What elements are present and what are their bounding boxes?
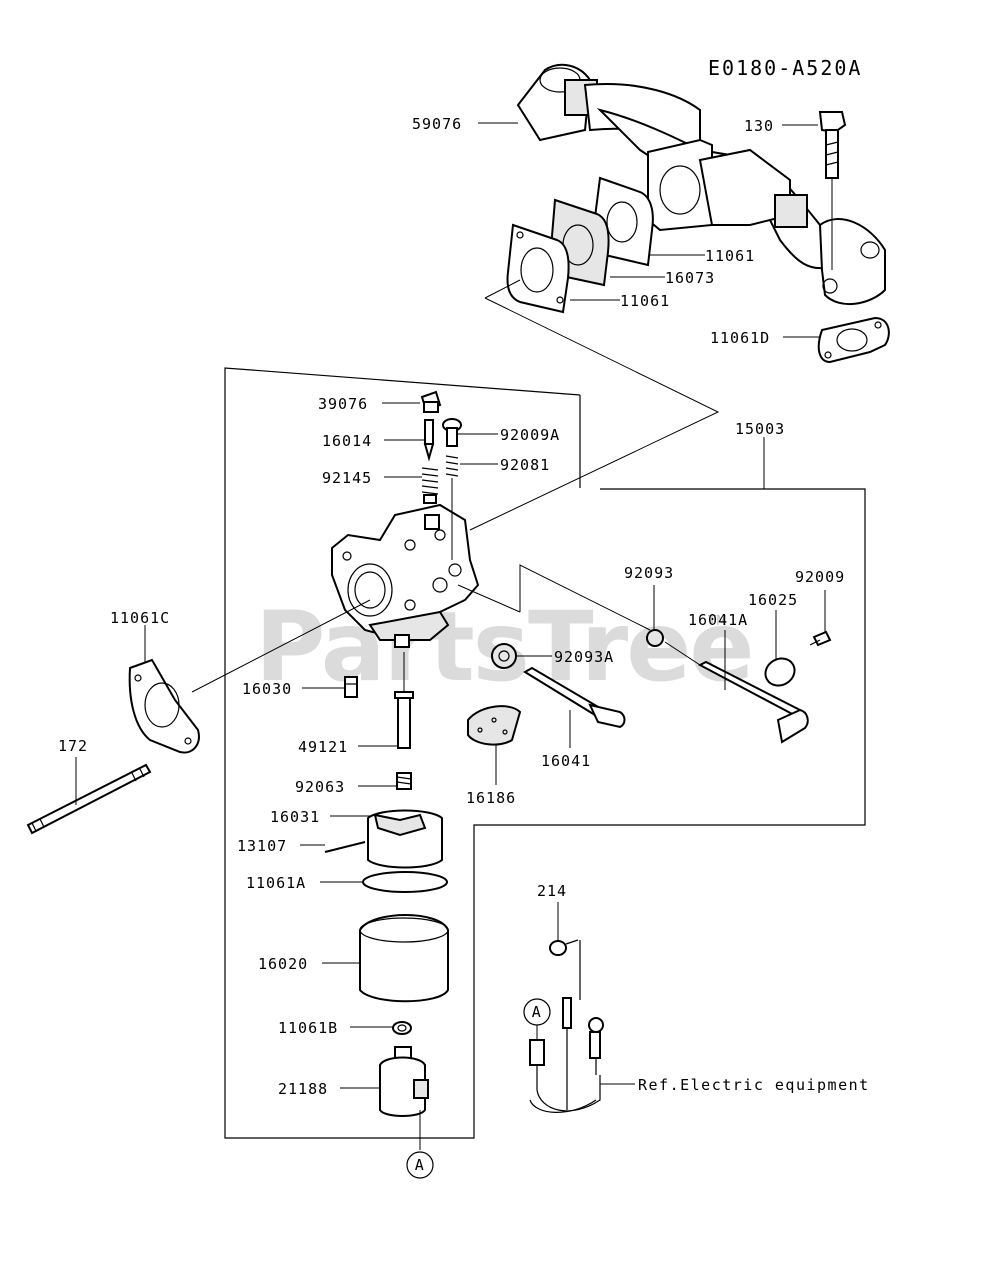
spring-92145-icon[interactable] — [421, 467, 439, 504]
label-16186[interactable]: 16186 — [466, 789, 516, 807]
spring-92081-icon[interactable] — [445, 455, 459, 560]
carburetor-icon[interactable] — [331, 503, 521, 648]
label-49121[interactable]: 49121 — [298, 738, 348, 756]
screw-92009A-icon[interactable] — [442, 418, 462, 447]
label-92009[interactable]: 92009 — [795, 568, 845, 586]
label-92093A[interactable]: 92093A — [554, 648, 614, 666]
shaft-16041-icon[interactable] — [523, 666, 626, 729]
watermark-trademark: TM — [707, 614, 727, 629]
label-16025[interactable]: 16025 — [748, 591, 798, 609]
washer-11061B-icon[interactable] — [392, 1021, 412, 1035]
label-16020[interactable]: 16020 — [258, 955, 308, 973]
label-16031[interactable]: 16031 — [270, 808, 320, 826]
label-16014[interactable]: 16014 — [322, 432, 372, 450]
label-59076[interactable]: 59076 — [412, 115, 462, 133]
label-172[interactable]: 172 — [58, 737, 88, 755]
label-214[interactable]: 214 — [537, 882, 567, 900]
tube-49121-icon[interactable] — [394, 652, 414, 749]
label-16030[interactable]: 16030 — [242, 680, 292, 698]
label-16073[interactable]: 16073 — [665, 269, 715, 287]
disc-16025-icon[interactable] — [761, 653, 800, 691]
label-92063[interactable]: 92063 — [295, 778, 345, 796]
seal-92093-icon[interactable] — [646, 629, 664, 647]
plate-16186-icon[interactable] — [467, 705, 522, 746]
screw-214-icon[interactable] — [549, 902, 579, 956]
gasket-11061-lower-icon[interactable] — [506, 223, 570, 314]
solenoid-21188-icon[interactable] — [379, 1046, 429, 1117]
diagram-code: E0180-A520A — [708, 56, 862, 80]
float-16031-icon[interactable] — [324, 809, 443, 869]
label-11061-upper[interactable]: 11061 — [705, 247, 755, 265]
spring-92063-icon[interactable] — [396, 772, 412, 790]
marker-a-bottom: A — [406, 1151, 434, 1179]
label-130[interactable]: 130 — [744, 117, 774, 135]
label-16041[interactable]: 16041 — [541, 752, 591, 770]
label-13107[interactable]: 13107 — [237, 837, 287, 855]
bolt-130-icon[interactable] — [818, 111, 847, 270]
wire-harness-icon[interactable] — [529, 940, 604, 1113]
label-92009A[interactable]: 92009A — [500, 426, 560, 444]
screw-92009-icon[interactable] — [809, 630, 832, 647]
needle-16014-icon[interactable] — [423, 419, 435, 462]
label-11061-lower[interactable]: 11061 — [620, 292, 670, 310]
gasket-11061C-icon[interactable] — [128, 658, 200, 754]
svg-text:A: A — [532, 1003, 543, 1021]
cap-39076-icon[interactable] — [420, 390, 442, 413]
oring-11061A-icon[interactable] — [362, 871, 448, 893]
label-ref-electric-equipment[interactable]: Ref.Electric equipment — [638, 1076, 870, 1094]
label-92145[interactable]: 92145 — [322, 469, 372, 487]
label-92081[interactable]: 92081 — [500, 456, 550, 474]
label-39076[interactable]: 39076 — [318, 395, 368, 413]
label-16041A[interactable]: 16041A — [688, 611, 748, 629]
label-11061B[interactable]: 11061B — [278, 1019, 338, 1037]
stud-172-icon[interactable] — [26, 763, 152, 835]
label-11061D[interactable]: 11061D — [710, 329, 770, 347]
gasket-11061D-icon[interactable] — [817, 316, 890, 364]
bushing-92093A-icon[interactable] — [491, 643, 517, 669]
label-21188[interactable]: 21188 — [278, 1080, 328, 1098]
label-11061A[interactable]: 11061A — [246, 874, 306, 892]
label-11061C[interactable]: 11061C — [110, 609, 170, 627]
float-bowl-16020-icon[interactable] — [359, 914, 449, 1003]
label-15003[interactable]: 15003 — [735, 420, 785, 438]
label-92093[interactable]: 92093 — [624, 564, 674, 582]
exhaust-manifold-icon[interactable] — [516, 63, 886, 306]
svg-text:A: A — [415, 1156, 426, 1174]
marker-a-top: A — [523, 998, 551, 1026]
jet-16030-icon[interactable] — [344, 676, 358, 698]
